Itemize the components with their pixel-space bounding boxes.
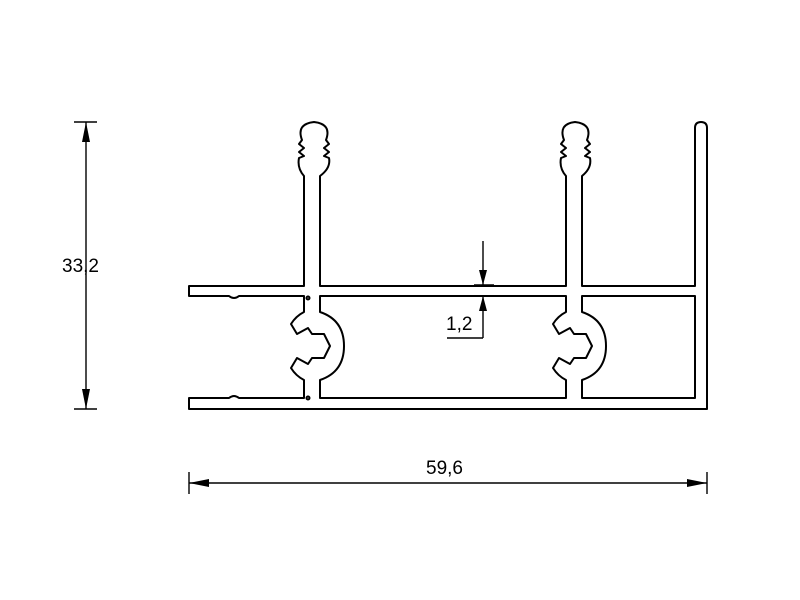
flange-bead-top xyxy=(305,295,311,301)
thickness-dimension: 1,2 xyxy=(446,241,494,339)
flange-bead-bottom xyxy=(305,395,311,401)
profile-outer-contour xyxy=(188,121,708,410)
height-dimension: 33,2 xyxy=(62,121,99,410)
thickness-label: 1,2 xyxy=(446,314,472,335)
height-arrow-bottom xyxy=(82,389,90,409)
height-label: 33,2 xyxy=(62,256,99,277)
width-label: 59,6 xyxy=(426,458,463,479)
height-arrow-top xyxy=(82,122,90,142)
width-arrow-left xyxy=(189,479,209,487)
width-dimension: 59,6 xyxy=(188,458,708,494)
aluminium-profile xyxy=(188,121,708,410)
thickness-arrow-down xyxy=(479,270,487,285)
width-arrow-right xyxy=(687,479,707,487)
chamber-left xyxy=(319,295,593,399)
chamber-right xyxy=(581,295,696,399)
